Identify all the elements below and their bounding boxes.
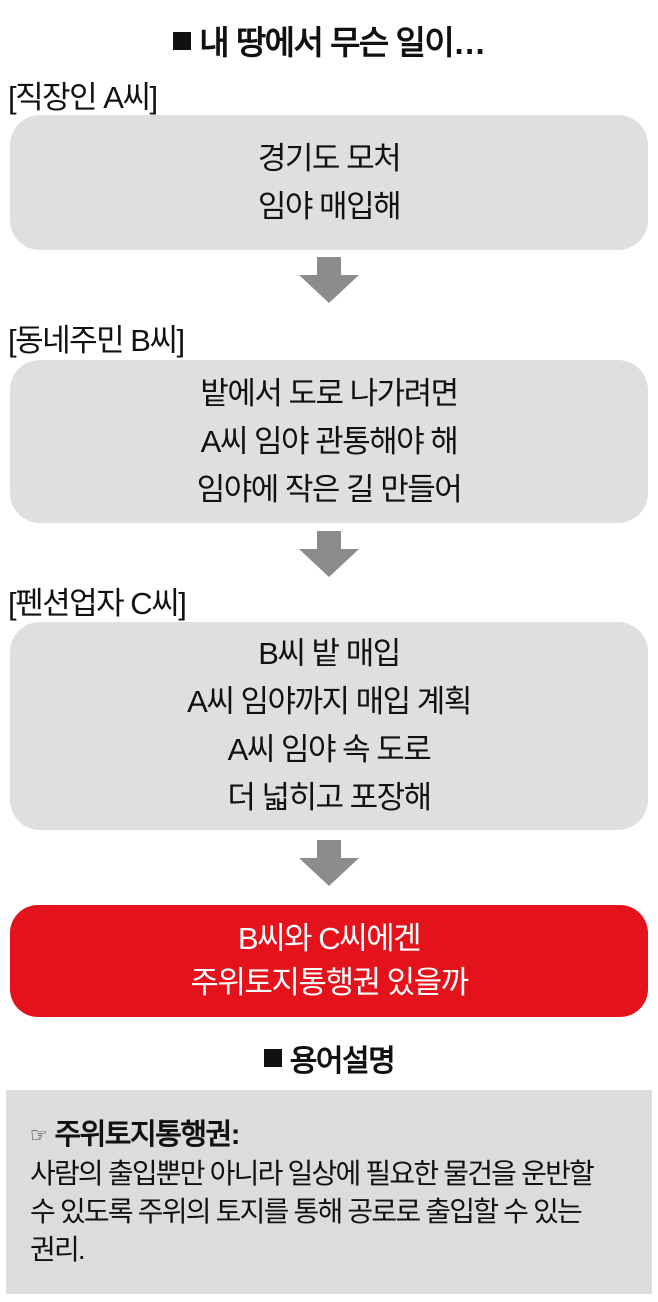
step-label-b: [동네주민 B씨] (8, 323, 185, 358)
step-box-b: 밭에서 도로 나가려면 A씨 임야 관통해야 해 임야에 작은 길 만들어 (10, 360, 648, 523)
conclusion-box: B씨와 C씨에겐 주위토지통행권 있을까 (10, 905, 648, 1017)
step-line: B씨 밭 매입 (258, 636, 401, 671)
step-label-a: [직장인 A씨] (8, 80, 158, 115)
glossary-body-line: 사람의 출입뿐만 아니라 일상에 필요한 물건을 운반할 (30, 1158, 595, 1189)
step-label-c: [펜션업자 C씨] (8, 586, 187, 621)
square-bullet-icon (173, 32, 192, 50)
step-line: 임야에 작은 길 만들어 (196, 471, 463, 507)
down-arrow-icon (299, 840, 359, 886)
glossary-body-line: 수 있도록 주위의 토지를 통해 공로로 출입할 수 있는 (30, 1196, 583, 1227)
step-line: A씨 임야까지 매입 계획 (187, 684, 472, 719)
step-line: 임야 매입해 (257, 188, 402, 224)
step-box-c: B씨 밭 매입 A씨 임야까지 매입 계획 A씨 임야 속 도로 더 넓히고 포… (10, 622, 648, 830)
glossary-term: ☞ 주위토지통행권: (30, 1116, 630, 1155)
glossary-box: ☞ 주위토지통행권: 사람의 출입뿐만 아니라 일상에 필요한 물건을 운반할 수… (6, 1090, 652, 1294)
glossary-body-line: 권리. (30, 1234, 86, 1265)
step-line: A씨 임야 관통해야 해 (200, 423, 459, 459)
step-box-a: 경기도 모처 임야 매입해 (10, 115, 648, 250)
step-line: 밭에서 도로 나가려면 (200, 375, 459, 411)
infographic-title: 내 땅에서 무슨 일이… (0, 16, 658, 64)
down-arrow-icon (299, 257, 359, 303)
square-bullet-icon (263, 1049, 282, 1067)
conclusion-line: 주위토지통행권 있을까 (190, 965, 469, 1000)
glossary-term-text: 주위토지통행권: (54, 1119, 240, 1151)
glossary-heading-text: 용어설명 (289, 1045, 396, 1078)
title-text: 내 땅에서 무슨 일이… (199, 24, 486, 61)
glossary-heading: 용어설명 (0, 1036, 658, 1080)
down-arrow-icon (299, 531, 359, 577)
step-line: A씨 임야 속 도로 (227, 732, 432, 767)
conclusion-line: B씨와 C씨에겐 (237, 921, 422, 956)
step-line: 더 넓히고 포장해 (227, 780, 432, 815)
step-line: 경기도 모처 (257, 140, 402, 176)
pointing-hand-icon: ☞ (30, 1125, 48, 1147)
